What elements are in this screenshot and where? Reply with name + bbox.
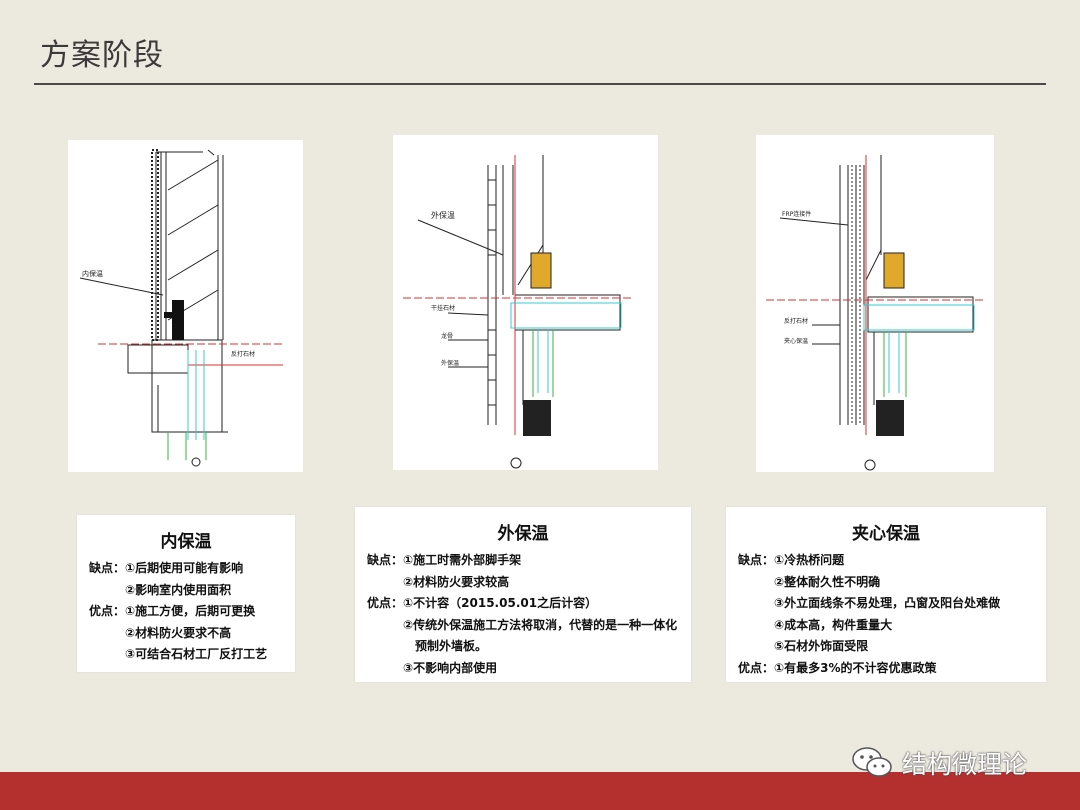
callout-external-4: 外保温 <box>441 359 459 367</box>
card-title-external: 外保温 <box>497 524 549 544</box>
callout-external: 外保温 <box>431 210 455 220</box>
drawing-external-insulation: 外保温 干挂石材 龙骨 外保温 <box>393 135 658 470</box>
note-text: ②影响室内使用面积 <box>125 582 232 597</box>
note-line: 缺点：①施工时需外部脚手架 <box>367 550 691 572</box>
note-line: 优点：①施工方便，后期可更换 <box>89 601 295 623</box>
note-text: ①冷热桥问题 <box>774 553 845 567</box>
note-text: ①后期使用可能有影响 <box>125 561 244 575</box>
note-text: ②材料防火要求较高 <box>403 574 510 589</box>
watermark-text: 结构微理论 <box>902 750 1028 779</box>
card-sandwich-insulation: 夹心保温 缺点：①冷热桥问题 ②整体耐久性不明确 ③外立面线条不易处理，凸窗及阳… <box>726 507 1046 682</box>
callout-sandwich: FRP连接件 <box>782 210 811 218</box>
card-title-sandwich: 夹心保温 <box>852 524 920 544</box>
note-line: ②材料防火要求不高 <box>89 623 295 645</box>
note-line: ③外立面线条不易处理，凸窗及阳台处难做 <box>738 593 1046 615</box>
note-key: 优点： <box>367 596 404 610</box>
callout-internal-2: 反打石材 <box>231 350 255 358</box>
note-line: 优点：①不计容（2015.05.01之后计容） <box>367 593 691 615</box>
note-key: 优点： <box>738 660 775 675</box>
note-text: ①不计容（2015.05.01之后计容） <box>403 596 598 610</box>
external-insulation-section: 外保温 干挂石材 龙骨 外保温 <box>403 155 633 469</box>
note-text: ①施工时需外部脚手架 <box>403 553 522 567</box>
note-key: 优点： <box>89 604 126 618</box>
note-line: ④成本高，构件重量大 <box>738 615 1046 637</box>
note-text: 预制外墙板。 <box>415 639 488 653</box>
card-external-insulation: 外保温 缺点：①施工时需外部脚手架 ②材料防火要求较高 优点：①不计容（2015… <box>355 507 691 682</box>
callout-internal: 内保温 <box>82 269 103 278</box>
callout-external-3: 龙骨 <box>441 332 453 340</box>
card-internal-insulation: 内保温 缺点：①后期使用可能有影响 ②影响室内使用面积 优点：①施工方便，后期可… <box>77 515 295 672</box>
callout-sandwich-2: 反打石材 <box>784 317 808 325</box>
note-text: ③不影响内部使用 <box>403 660 498 675</box>
note-text: ④成本高，构件重量大 <box>774 617 893 632</box>
note-key: 缺点： <box>738 553 775 567</box>
note-line: ②材料防火要求较高 <box>367 572 691 594</box>
page-title: 方案阶段 <box>40 38 164 73</box>
note-line: ②传统外保温施工方法将取消，代替的是一种一体化 <box>367 615 691 637</box>
note-line: ③不影响内部使用 <box>367 658 691 680</box>
callout-sandwich-3: 夹心保温 <box>784 337 808 345</box>
note-line: 预制外墙板。 <box>367 636 691 658</box>
note-line: 优点：①有最多3%的不计容优惠政策 <box>738 658 1046 680</box>
note-text: ①有最多3%的不计容优惠政策 <box>774 660 937 675</box>
note-text: ②整体耐久性不明确 <box>774 574 881 589</box>
note-line: ⑤石材外饰面受限 <box>738 636 1046 658</box>
note-line: 缺点：①冷热桥问题 <box>738 550 1046 572</box>
note-line: 缺点：①后期使用可能有影响 <box>89 558 295 580</box>
drawing-sandwich-insulation: FRP连接件 反打石材 夹心保温 <box>756 135 994 472</box>
note-line: ②整体耐久性不明确 <box>738 572 1046 594</box>
note-text: ②材料防火要求不高 <box>125 625 232 640</box>
drawing-internal-insulation: 内保温 反打石材 <box>68 140 303 472</box>
card-title-internal: 内保温 <box>160 532 212 552</box>
note-line: ②影响室内使用面积 <box>89 580 295 602</box>
sandwich-insulation-section: FRP连接件 反打石材 夹心保温 <box>766 155 986 471</box>
footer-bar <box>0 772 1080 810</box>
wechat-icon <box>852 747 892 777</box>
internal-insulation-section: 内保温 反打石材 <box>79 149 283 467</box>
note-text: ③外立面线条不易处理，凸窗及阳台处难做 <box>774 596 1001 610</box>
title-divider <box>34 83 1046 85</box>
note-key: 缺点： <box>367 553 404 567</box>
note-text: ②传统外保温施工方法将取消，代替的是一种一体化 <box>403 617 678 632</box>
note-text: ⑤石材外饰面受限 <box>774 639 869 653</box>
note-line: ③可结合石材工厂反打工艺 <box>89 644 295 666</box>
note-text: ③可结合石材工厂反打工艺 <box>125 647 268 661</box>
watermark: 结构微理论 <box>850 740 1027 786</box>
callout-external-2: 干挂石材 <box>431 304 455 312</box>
note-text: ①施工方便，后期可更换 <box>125 604 256 618</box>
note-key: 缺点： <box>89 561 126 575</box>
